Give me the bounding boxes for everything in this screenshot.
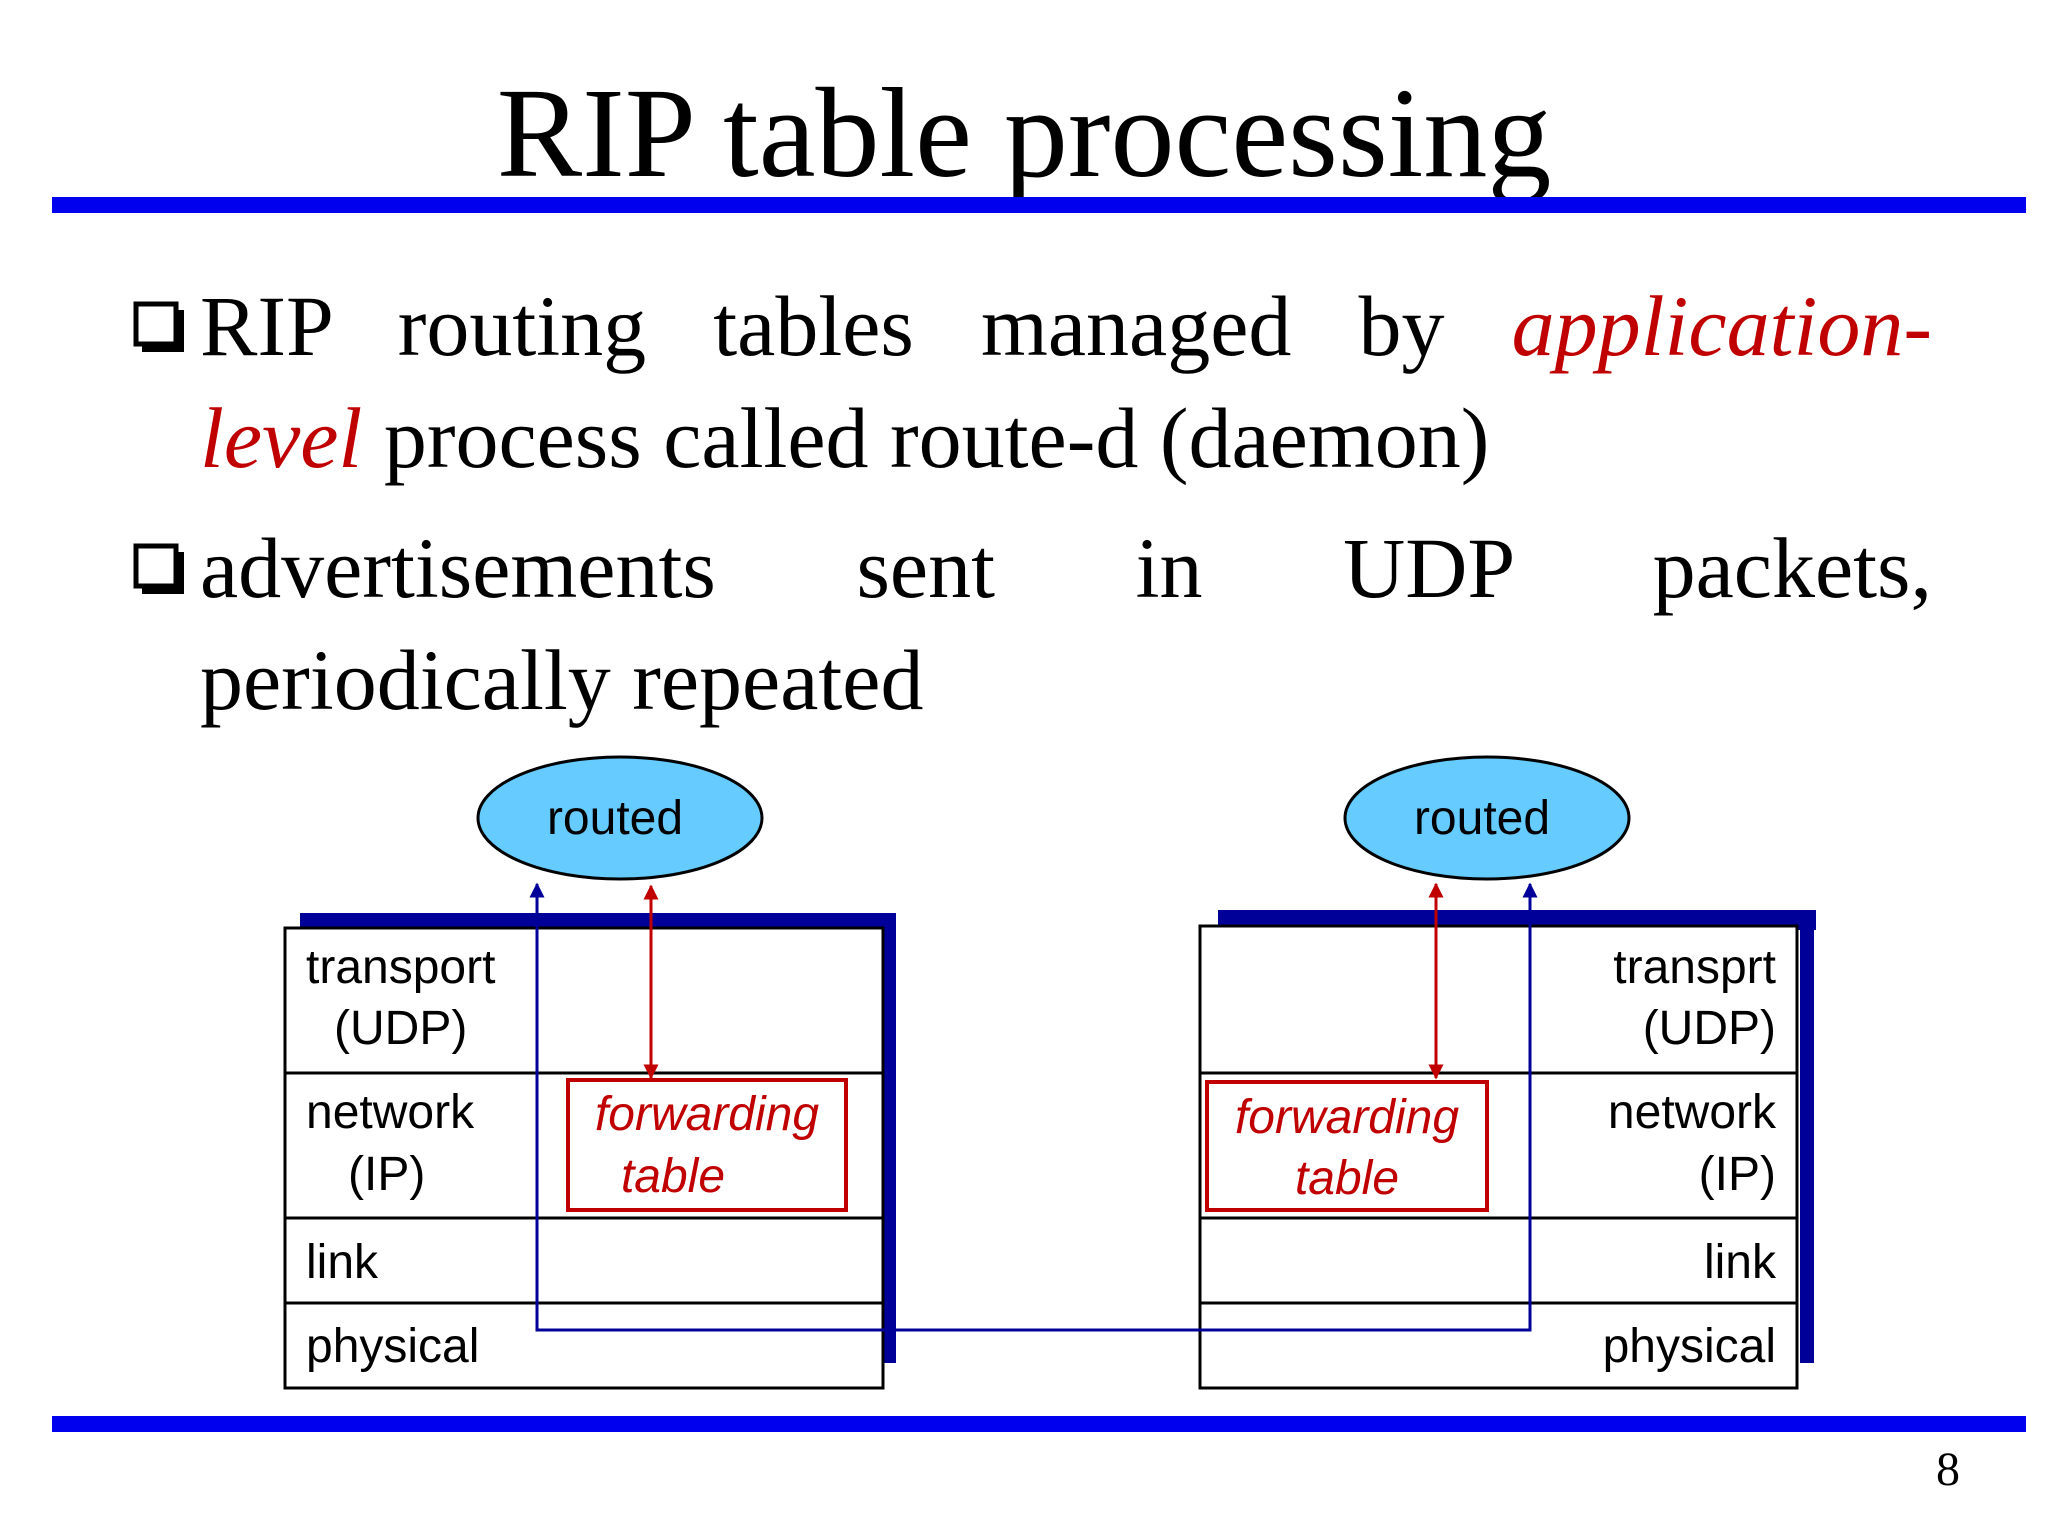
left-layer-network-proto: (IP) <box>348 1148 425 1201</box>
top-rule <box>52 197 2026 213</box>
right-routed-label: routed <box>1414 792 1550 845</box>
page-number: 8 <box>1936 1443 1960 1496</box>
left-protocol-stack: transport (UDP) network (IP) link physic… <box>283 913 896 1390</box>
right-layer-physical: physical <box>1603 1320 1776 1373</box>
checkbox-bullet-icon <box>133 301 184 352</box>
bullet-emphasis: level <box>200 390 363 486</box>
left-layer-link: link <box>306 1236 379 1289</box>
bullet-line: advertisements sent in UDP packets, <box>132 512 1932 624</box>
bullet-text: process called route-d (daemon) <box>383 390 1490 486</box>
checkbox-bullet-icon <box>133 543 184 594</box>
right-layer-link: link <box>1704 1236 1777 1289</box>
bullet-item: advertisements sent in UDP packets, peri… <box>132 512 1932 736</box>
right-forwarding-table-label: forwarding <box>1235 1091 1459 1144</box>
right-forwarding-table <box>1205 1080 1489 1212</box>
left-layer-transport-proto: (UDP) <box>334 1002 467 1055</box>
left-stack-shadow-right <box>884 913 896 1363</box>
right-forwarding-table-label: table <box>1295 1152 1399 1205</box>
left-forwarding-table <box>566 1078 848 1212</box>
left-routed-label: routed <box>547 792 683 845</box>
left-layer-transport: transport <box>306 941 495 994</box>
left-layer-network: network <box>306 1086 475 1139</box>
bullet-text: periodically repeated <box>200 632 924 728</box>
bullet-line: level process called route-d (daemon) <box>132 382 1932 494</box>
right-layer-transport: transprt <box>1613 941 1776 994</box>
bullet-text: RIP routing tables managed by <box>200 278 1445 374</box>
left-forwarding-table-label: table <box>621 1150 725 1203</box>
right-layer-network-proto: (IP) <box>1699 1148 1776 1201</box>
left-layer-physical: physical <box>306 1320 479 1373</box>
bullet-text: advertisements sent in UDP packets, <box>200 520 1932 616</box>
left-routed-daemon <box>476 755 764 881</box>
udp-advertisement-path <box>529 882 1538 1332</box>
right-stack-shadow-right <box>1800 910 1814 1363</box>
right-layer-network: network <box>1608 1086 1777 1139</box>
bullet-item: RIP routing tables managed by applicatio… <box>132 270 1932 494</box>
right-layer-transport-proto: (UDP) <box>1643 1002 1776 1055</box>
bullet-line: periodically repeated <box>132 624 1932 736</box>
slide-title: RIP table processing <box>496 62 1552 204</box>
right-protocol-stack: transprt (UDP) network (IP) link physica… <box>1198 910 1816 1390</box>
right-routed-daemon <box>1343 755 1631 881</box>
left-forwarding-table-label: forwarding <box>595 1088 819 1141</box>
bullet-line: RIP routing tables managed by applicatio… <box>132 270 1932 382</box>
bottom-rule <box>52 1416 2026 1432</box>
bullet-emphasis: application- <box>1511 278 1932 374</box>
